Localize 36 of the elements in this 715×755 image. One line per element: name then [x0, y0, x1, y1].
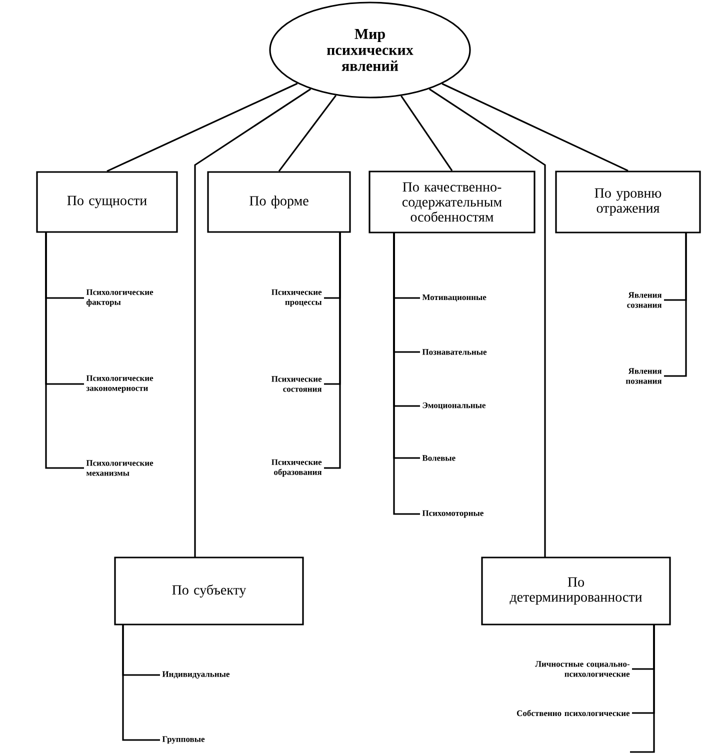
connector-line [664, 232, 687, 377]
connector-line [393, 232, 420, 515]
connector-line [442, 83, 628, 172]
item-label: Эмоциональные [422, 402, 486, 410]
connector-line [630, 624, 655, 753]
category-box: По форме [207, 171, 351, 233]
item-label: Психические процессы [272, 289, 322, 307]
connector-line [278, 94, 337, 172]
connector-line [194, 88, 312, 558]
category-box: По детерминированности [481, 556, 671, 626]
connector-line [106, 82, 298, 172]
category-box: По сущности [36, 171, 178, 233]
category-box: По качественно-содержательным особенностям [368, 170, 536, 234]
item-label: Психомоторные [422, 510, 484, 518]
connector-line [45, 232, 84, 469]
item-label: Психологические механизмы [86, 460, 154, 476]
item-label: Психические образования [272, 459, 322, 477]
connector-line [428, 88, 546, 558]
connector-line [122, 624, 160, 741]
item-label: Психологические закономерности [86, 375, 154, 393]
item-label: Мотивационные [422, 294, 486, 302]
item-label: Волевые [422, 455, 456, 461]
item-label: Психологические факторы [86, 289, 154, 307]
ellipse-node: Мир психических явлений [269, 2, 471, 98]
item-label: Явления сознания [627, 292, 662, 308]
item-label: Личностные социально-психологические [535, 661, 630, 677]
category-box: По субъекту [114, 556, 304, 626]
connector-line [324, 232, 341, 469]
item-label: Собственно психологические [516, 710, 630, 716]
category-box: По уровню отражения [555, 170, 701, 234]
item-label: Психические состояния [272, 376, 322, 392]
item-label: Познавательные [422, 349, 487, 355]
item-label: Индивидуальные [162, 671, 230, 679]
connector-line [400, 95, 453, 172]
item-label: Явления познания [626, 368, 662, 384]
item-label: Групповые [162, 736, 205, 744]
